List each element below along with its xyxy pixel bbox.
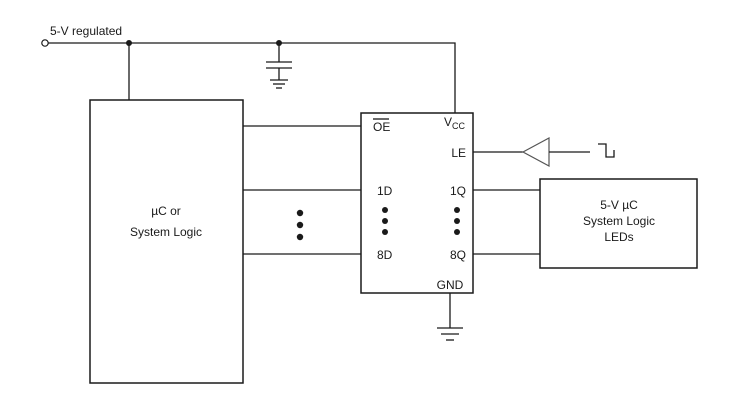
controller-label-line1: µC or bbox=[151, 204, 181, 218]
oe-pin-label: OE bbox=[373, 120, 390, 134]
le-buffer-icon bbox=[521, 136, 550, 168]
clock-pulse-icon bbox=[598, 143, 615, 158]
latch-output-ellipsis-dots bbox=[454, 207, 460, 235]
load-label-line2: System Logic bbox=[583, 214, 655, 228]
controller-label-line2: System Logic bbox=[130, 225, 202, 239]
d8-pin-label: 8D bbox=[377, 248, 393, 262]
load-label-line1: 5-V µC bbox=[600, 198, 638, 212]
bus-ellipsis-dots bbox=[296, 209, 304, 241]
capacitor-ground-symbol bbox=[270, 79, 288, 89]
vcc-pin-label: VCC bbox=[444, 115, 466, 131]
q8-pin-label: 8Q bbox=[450, 248, 466, 262]
decoupling-capacitor bbox=[266, 43, 292, 80]
latch-chip bbox=[360, 112, 474, 294]
load-block bbox=[539, 178, 698, 269]
q1-pin-label: 1Q bbox=[450, 184, 466, 198]
controller-block bbox=[89, 99, 244, 384]
d1-pin-label: 1D bbox=[377, 184, 393, 198]
supply-terminal bbox=[41, 39, 49, 47]
le-pin-label: LE bbox=[451, 146, 466, 160]
supply-rail bbox=[48, 42, 456, 113]
latch-ground-symbol bbox=[437, 327, 463, 341]
latch-input-ellipsis-dots bbox=[382, 207, 388, 235]
gnd-pin-label: GND bbox=[437, 278, 464, 292]
supply-label: 5-V regulated bbox=[50, 24, 122, 38]
junction-dot-controller bbox=[126, 40, 132, 46]
load-label-line3: LEDs bbox=[604, 230, 633, 244]
